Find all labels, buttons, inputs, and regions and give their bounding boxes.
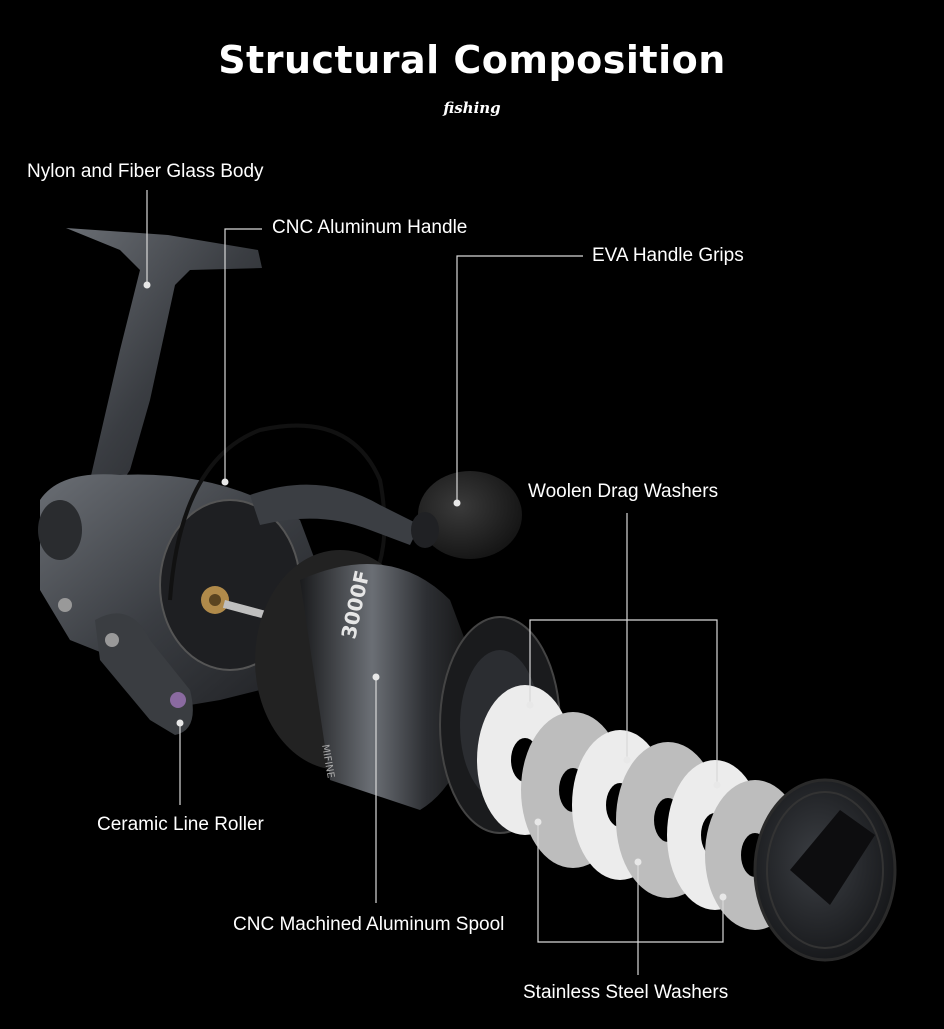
callout-spool: CNC Machined Aluminum Spool [233,914,505,935]
page-subtitle: fishing [443,99,501,117]
bail-wire [168,423,387,602]
callout-body: Nylon and Fiber Glass Body [27,161,264,182]
callout-line-roller: Ceramic Line Roller [97,814,264,835]
reel-handle [250,471,522,559]
drag-washer-stack [477,685,805,930]
callout-handle: CNC Aluminum Handle [272,217,468,238]
callout-drag-washers: Woolen Drag Washers [528,481,719,502]
drag-cap [753,778,897,962]
callout-grips: EVA Handle Grips [592,245,744,266]
callout-steel-washers: Stainless Steel Washers [523,982,729,1003]
callout-lines [146,190,724,975]
page-title: Structural Composition [218,38,726,82]
callout-dots [143,281,727,901]
